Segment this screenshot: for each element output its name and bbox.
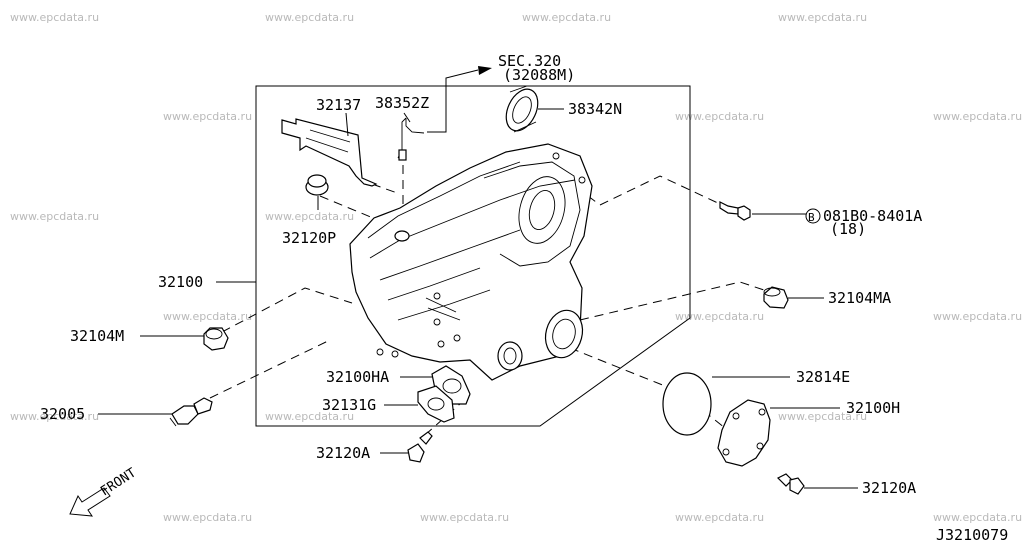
- label-32120A-right: 32120A: [862, 479, 916, 497]
- watermark: www.epcdata.ru: [675, 310, 764, 323]
- watermark: www.epcdata.ru: [420, 511, 509, 524]
- diagram-code: J3210079: [936, 526, 1008, 544]
- bracket-ribs: [305, 129, 351, 153]
- label-32814E: 32814E: [796, 368, 850, 386]
- seal-hole: [442, 378, 462, 394]
- label-081B0-8401A: 081B0-8401A: [823, 207, 922, 225]
- watermark: www.epcdata.ru: [522, 11, 611, 24]
- tube-clip: [398, 149, 407, 161]
- part-32120A-left-bolt: [407, 431, 433, 463]
- watermark: www.epcdata.ru: [675, 511, 764, 524]
- label-circle-b: B: [808, 211, 815, 224]
- watermark: www.epcdata.ru: [933, 110, 1022, 123]
- watermarks: www.epcdata.ru www.epcdata.ru www.epcdat…: [10, 11, 1022, 524]
- label-38342N: 38342N: [568, 100, 622, 118]
- watermark: www.epcdata.ru: [10, 410, 99, 423]
- part-32104MA-plug: [763, 286, 789, 309]
- sec-leader: [427, 69, 479, 133]
- watermark: www.epcdata.ru: [778, 11, 867, 24]
- part-081B0-bolt: [719, 201, 751, 221]
- part-32120A-right-bolt: [776, 473, 805, 495]
- front-arrow-icon: [69, 487, 111, 517]
- part-32131G-gasket: [417, 385, 455, 423]
- label-32100H: 32100H: [846, 399, 900, 417]
- label-32104MA: 32104MA: [828, 289, 891, 307]
- gasket-hole: [427, 397, 445, 411]
- watermark: www.epcdata.ru: [778, 410, 867, 423]
- label-sec-sub: (32088M): [503, 66, 575, 84]
- label-32120P: 32120P: [282, 229, 336, 247]
- watermark: www.epcdata.ru: [265, 210, 354, 223]
- watermark: www.epcdata.ru: [163, 310, 252, 323]
- part-32104M-plug: [203, 327, 229, 351]
- sec-arrow-icon: [478, 66, 492, 75]
- label-32100HA: 32100HA: [326, 368, 389, 386]
- watermark: www.epcdata.ru: [933, 310, 1022, 323]
- label-32005: 32005: [40, 405, 85, 423]
- label-32131G: 32131G: [322, 396, 376, 414]
- watermark: www.epcdata.ru: [265, 410, 354, 423]
- watermark: www.epcdata.ru: [10, 11, 99, 24]
- watermark: www.epcdata.ru: [163, 511, 252, 524]
- label-sec: SEC.320: [498, 52, 561, 70]
- watermark: www.epcdata.ru: [933, 511, 1022, 524]
- part-32100H-cover: [717, 399, 771, 467]
- watermark: www.epcdata.ru: [675, 110, 764, 123]
- label-32120A-left: 32120A: [316, 444, 370, 462]
- watermark: www.epcdata.ru: [163, 110, 252, 123]
- label-32100: 32100: [158, 273, 203, 291]
- watermark: www.epcdata.ru: [10, 210, 99, 223]
- part-32005-sensor: [169, 397, 213, 427]
- label-081B0-qty: (18): [830, 220, 866, 238]
- watermark: www.epcdata.ru: [265, 11, 354, 24]
- circle-b-icon: [805, 208, 821, 224]
- label-38352Z: 38352Z: [375, 94, 429, 112]
- part-38342N-oil-seal: [505, 85, 539, 133]
- part-32120P-plug: [305, 174, 329, 196]
- part-32814E-o-ring: [662, 372, 712, 436]
- part-32137-bracket: [281, 118, 378, 187]
- label-32137: 32137: [316, 96, 361, 114]
- leader-lines: [98, 108, 858, 489]
- label-32104M: 32104M: [70, 327, 124, 345]
- part-32100-transfer-case: [349, 143, 593, 381]
- assembly-frame: [255, 85, 691, 427]
- part-labels: SEC.320 (32088M) 32137 38352Z 38342N 321…: [40, 52, 922, 497]
